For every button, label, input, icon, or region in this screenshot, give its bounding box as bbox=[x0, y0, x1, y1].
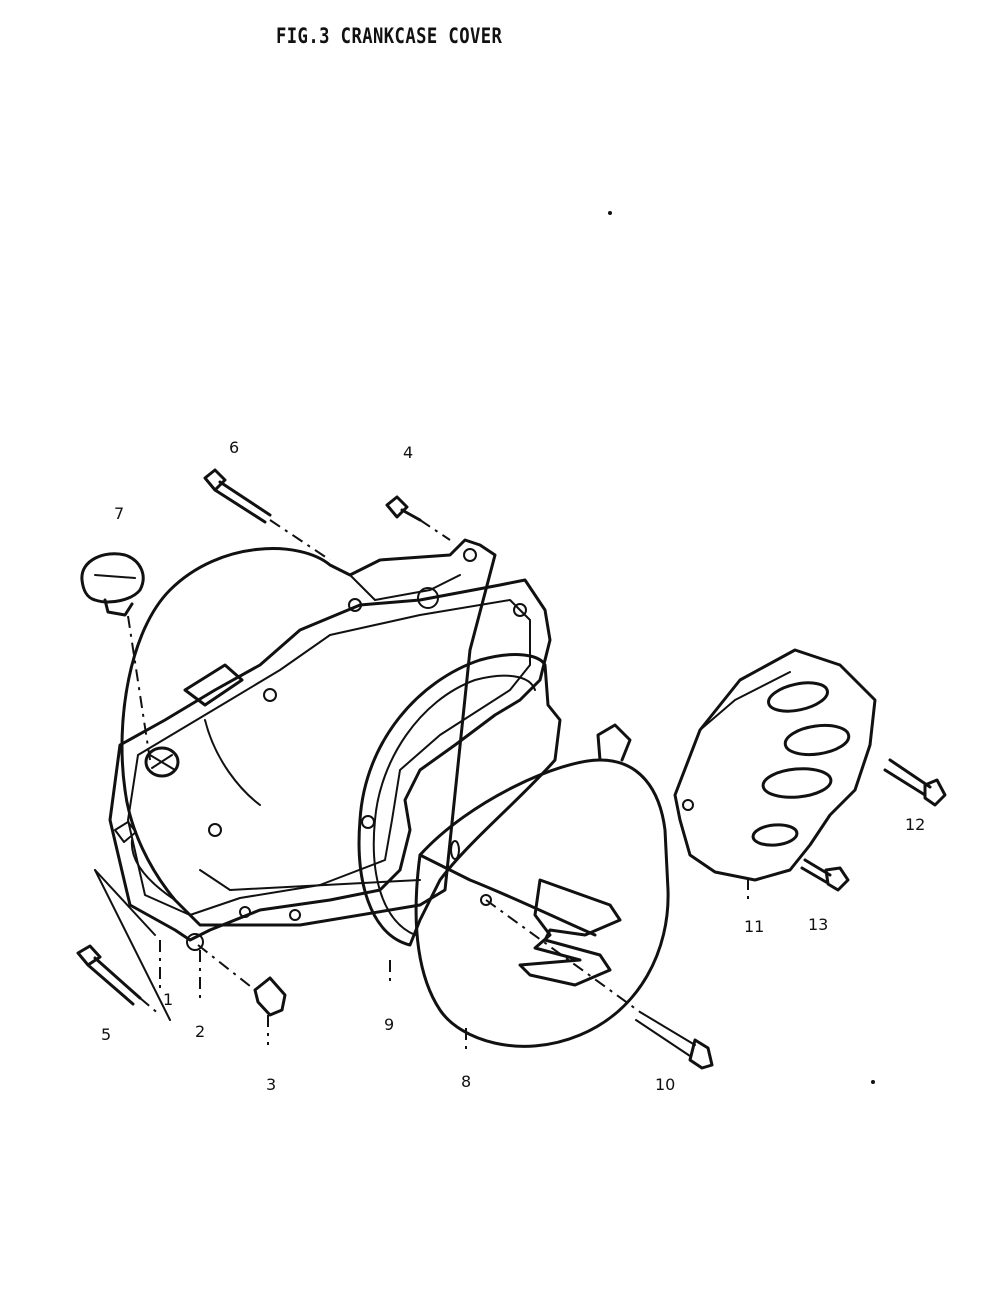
part-number-label: 7 bbox=[114, 504, 124, 523]
gasket-part-9 bbox=[357, 653, 562, 947]
part-number-label: 5 bbox=[101, 1025, 111, 1044]
figure-title: FIG.3 CRANKCASE COVER bbox=[276, 24, 503, 48]
assembly-lines bbox=[94, 519, 749, 1052]
part-number-label: 1 bbox=[163, 990, 173, 1009]
bolt-part-5 bbox=[76, 944, 142, 1006]
part-number-label: 13 bbox=[808, 915, 828, 934]
part-number-label: 4 bbox=[403, 443, 413, 462]
part-number-label: 6 bbox=[229, 438, 239, 457]
stray-dot bbox=[871, 1080, 875, 1084]
bolt-part-13 bbox=[800, 858, 850, 892]
part-number-label: 8 bbox=[461, 1072, 471, 1091]
stray-dot bbox=[608, 211, 612, 215]
bolt-part-12 bbox=[883, 758, 947, 807]
part-number-label: 3 bbox=[266, 1075, 276, 1094]
part-number-label: 9 bbox=[384, 1015, 394, 1034]
bolt-part-6 bbox=[203, 468, 272, 524]
bolt-part-4 bbox=[385, 495, 422, 522]
part-labels: 1 2 3 4 5 6 7 8 9 10 11 12 13 bbox=[101, 438, 925, 1094]
part-number-label: 10 bbox=[655, 1075, 675, 1094]
part-number-label: 12 bbox=[905, 815, 925, 834]
dowel-part-3 bbox=[253, 976, 287, 1017]
gasket-part-2 bbox=[108, 578, 552, 951]
oil-filler-cap-part-7 bbox=[80, 552, 145, 617]
cover-plate-part-11 bbox=[673, 648, 877, 882]
clutch-cover-part-8 bbox=[414, 723, 670, 1048]
part-number-label: 2 bbox=[195, 1022, 205, 1041]
bolt-part-10 bbox=[635, 1011, 714, 1070]
part-number-label: 11 bbox=[744, 917, 764, 936]
